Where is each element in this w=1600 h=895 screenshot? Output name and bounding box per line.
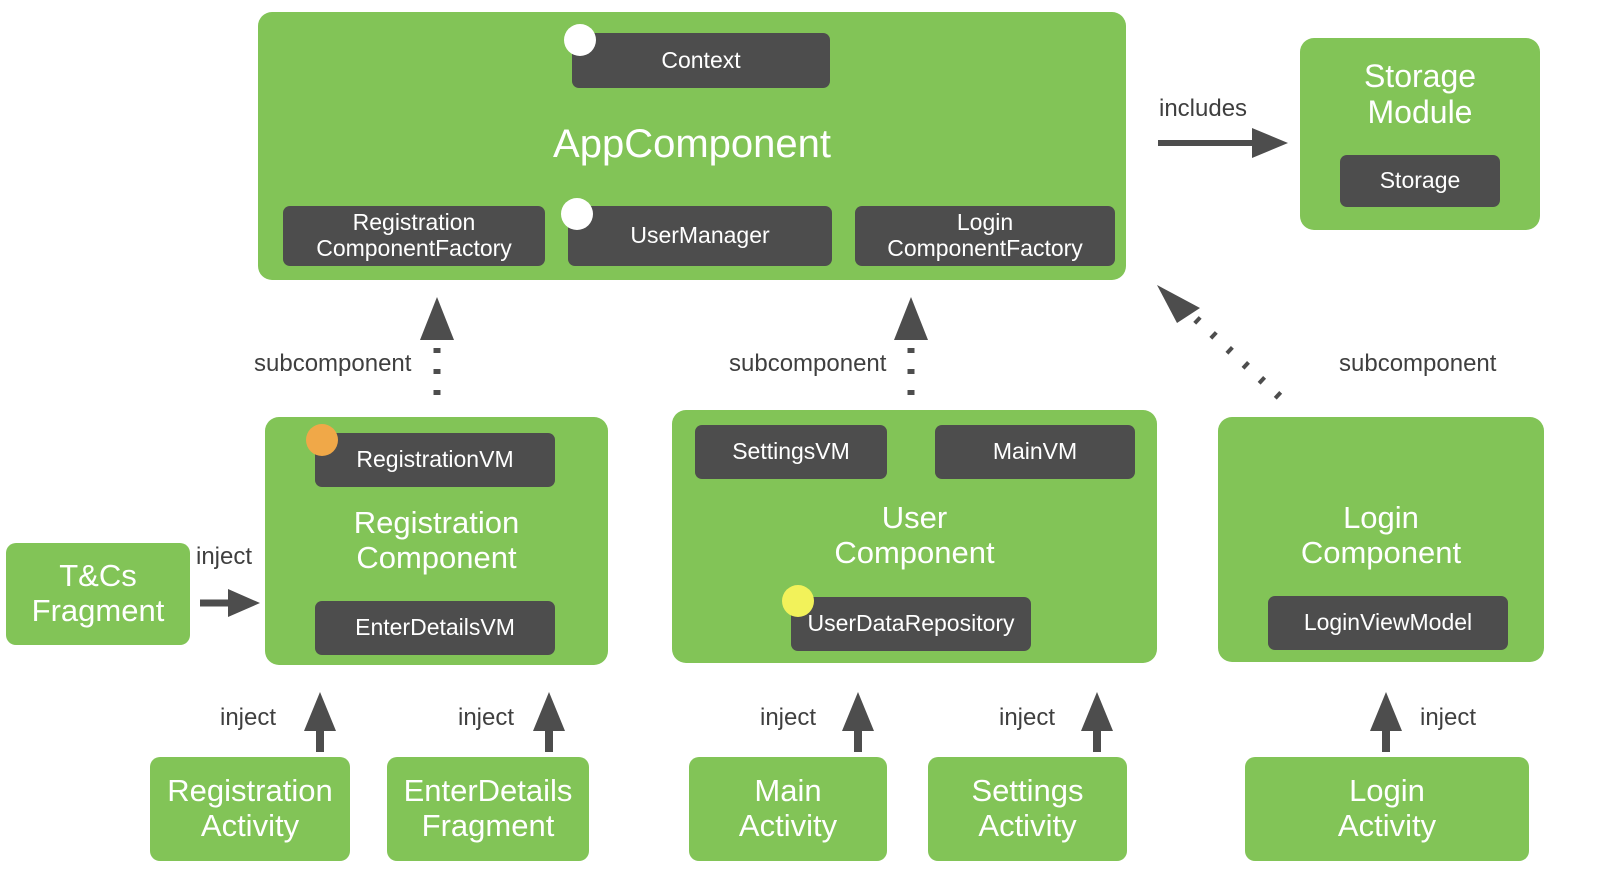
node-registration-activity[interactable]: Registration Activity	[150, 757, 350, 861]
chip-main-vm[interactable]: MainVM	[935, 425, 1135, 479]
scope-dot-context	[564, 24, 596, 56]
scope-dot-registration-vm	[306, 424, 338, 456]
node-enter-details-fragment[interactable]: EnterDetails Fragment	[387, 757, 589, 861]
edge-label-subcomponent-login: subcomponent	[1339, 350, 1497, 377]
edge-label-inject-registration-activity: inject	[220, 704, 277, 731]
chip-user-manager[interactable]: UserManager	[568, 206, 832, 266]
chip-context[interactable]: Context	[572, 33, 830, 88]
edge-label-subcomponent-registration: subcomponent	[254, 350, 412, 377]
node-tcs-fragment[interactable]: T&Cs Fragment	[6, 543, 190, 645]
scope-dot-user-data-repository	[782, 585, 814, 617]
chip-settings-vm[interactable]: SettingsVM	[695, 425, 887, 479]
inject-arrow-login-activity	[1370, 692, 1402, 752]
subcomponent-arrow-registration	[420, 297, 454, 396]
edge-label-includes: includes	[1159, 95, 1248, 122]
chip-user-data-repository[interactable]: UserDataRepository	[791, 597, 1031, 651]
chip-login-component-factory[interactable]: Login ComponentFactory	[855, 206, 1115, 266]
chip-storage[interactable]: Storage	[1340, 155, 1500, 207]
subcomponent-arrow-login	[1157, 285, 1286, 403]
edge-label-inject-main-activity: inject	[760, 704, 817, 731]
node-main-activity[interactable]: Main Activity	[689, 757, 887, 861]
scope-dot-user-manager	[561, 198, 593, 230]
chip-registration-vm[interactable]: RegistrationVM	[315, 433, 555, 487]
inject-arrow-enter-details-fragment	[533, 692, 565, 752]
node-settings-activity[interactable]: Settings Activity	[928, 757, 1127, 861]
edge-label-inject-tcs: inject	[196, 543, 253, 570]
edge-label-inject-enter-details-fragment: inject	[458, 704, 515, 731]
node-login-activity[interactable]: Login Activity	[1245, 757, 1529, 861]
includes-arrow	[1158, 128, 1288, 158]
inject-arrow-registration-activity	[304, 692, 336, 752]
inject-arrow-main-activity	[842, 692, 874, 752]
edge-label-inject-settings-activity: inject	[999, 704, 1056, 731]
chip-enter-details-vm[interactable]: EnterDetailsVM	[315, 601, 555, 655]
inject-arrow-settings-activity	[1081, 692, 1113, 752]
chip-registration-component-factory[interactable]: Registration ComponentFactory	[283, 206, 545, 266]
edge-label-subcomponent-user: subcomponent	[729, 350, 887, 377]
chip-login-view-model[interactable]: LoginViewModel	[1268, 596, 1508, 650]
inject-arrow-tcs	[200, 589, 260, 617]
edge-label-inject-login-activity: inject	[1420, 704, 1477, 731]
subcomponent-arrow-user	[894, 297, 928, 396]
